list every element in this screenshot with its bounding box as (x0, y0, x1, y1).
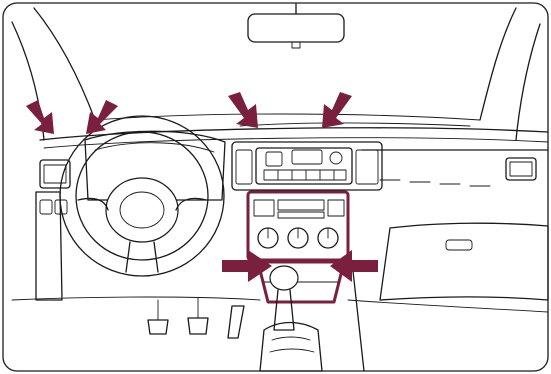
glove-box-handle (446, 240, 472, 250)
center-stack-upper (232, 142, 382, 190)
glove-box (380, 223, 548, 300)
airflow-arrows (26, 92, 378, 282)
climate-control-panel (248, 192, 348, 260)
arrow-defroster-left (228, 92, 258, 128)
climate-panel-highlight (248, 192, 348, 260)
right-side-vent (506, 158, 536, 180)
arrow-left-side-vent-outer (26, 100, 54, 134)
left-side-vent (40, 160, 70, 188)
dashboard-top (40, 123, 548, 148)
arrow-left-side-vent-inner (86, 100, 118, 134)
rear-view-mirror (248, 4, 344, 48)
pedals (148, 298, 244, 338)
